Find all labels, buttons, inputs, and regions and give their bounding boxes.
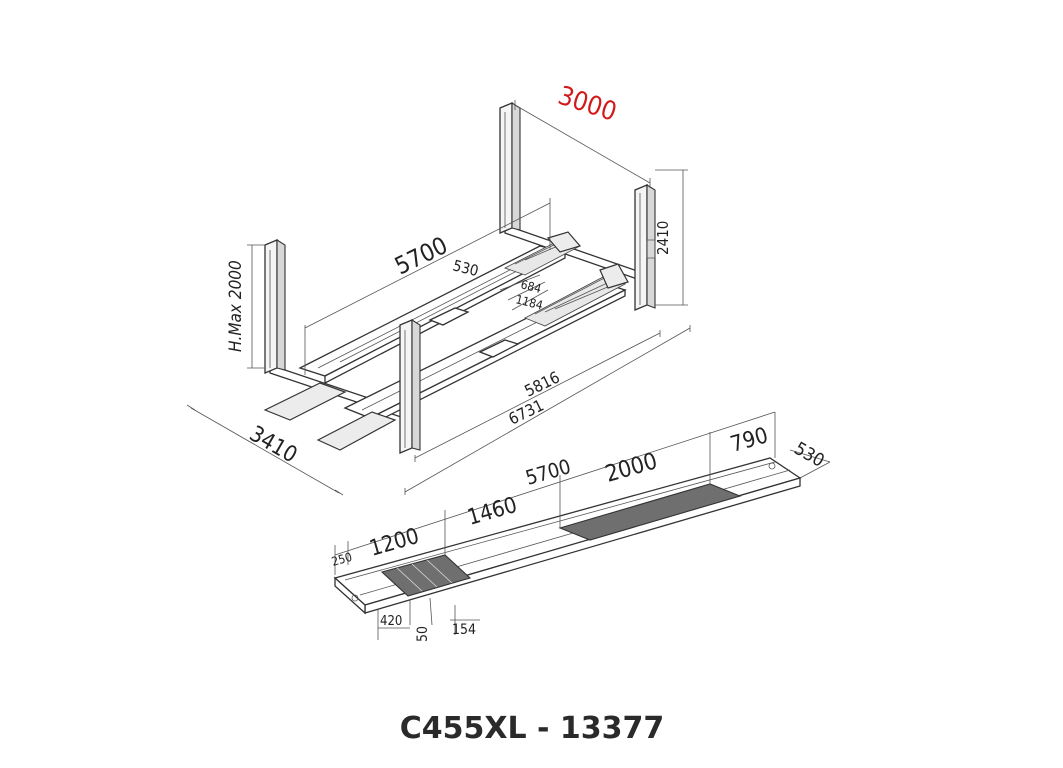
model-title: C455XL - 13377 <box>400 711 665 746</box>
runway-length-top-label: 5700 <box>390 231 452 280</box>
width-between-posts-label: 3000 <box>554 81 620 128</box>
end-width-label: 530 <box>791 438 828 472</box>
rear-right-post <box>634 184 656 311</box>
rear-left-post <box>499 102 521 234</box>
grid-plates <box>380 554 472 597</box>
inner-width-label: 684 <box>519 277 543 296</box>
grid-width-label: 420 <box>380 614 402 629</box>
front-right-post <box>399 319 421 454</box>
turn-plate <box>558 483 742 541</box>
dimension-lines-bottom <box>334 411 831 640</box>
runway-width-top-label: 530 <box>451 256 480 280</box>
gap-label: 50 <box>415 626 431 642</box>
front-left-post <box>264 239 286 374</box>
overall-width-label: 3410 <box>245 422 301 469</box>
dimension-lines-top <box>186 100 691 496</box>
grid-depth-label: 154 <box>452 622 476 638</box>
four-post-lift-view: 3000 2410 H.Max 2000 5700 530 684 1184 5… <box>186 81 691 496</box>
post-height-label: 2410 <box>654 221 672 255</box>
max-height-label: H.Max 2000 <box>226 260 246 352</box>
end-length-label: 790 <box>728 423 771 457</box>
turntable-offset-label: 1460 <box>465 493 520 531</box>
runway-length-bottom-label: 5700 <box>523 454 574 490</box>
outer-width-label: 1184 <box>514 292 544 312</box>
total-length-label: 6731 <box>505 395 546 428</box>
overall-length-label: 5816 <box>521 367 562 400</box>
front-edge-label: 250 <box>330 550 354 569</box>
plate-length-label: 2000 <box>602 448 660 488</box>
left-runway <box>263 231 582 421</box>
